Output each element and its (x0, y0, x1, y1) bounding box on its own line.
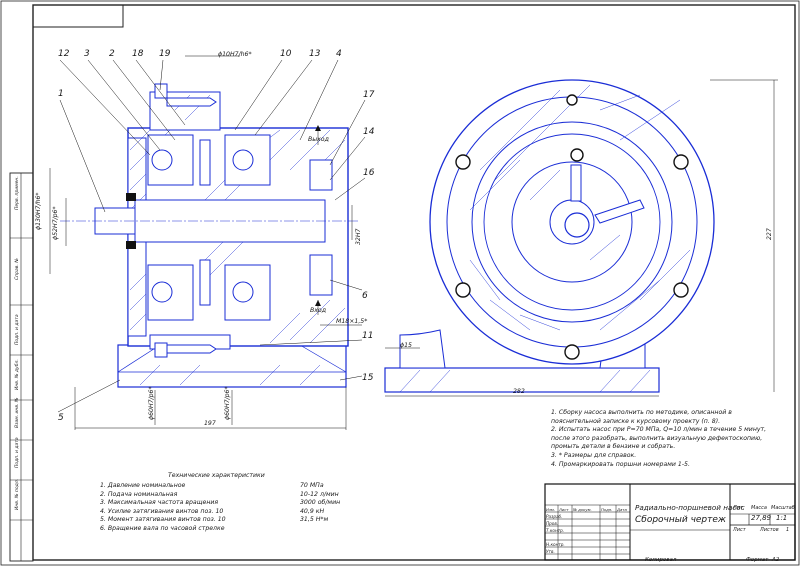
tb-role: Н.контр. (546, 542, 565, 547)
dim-bore-1: ϕ60H7/p6* (148, 386, 155, 420)
tb-header: Лист (559, 507, 569, 512)
tb-header: № докум. (573, 507, 592, 512)
spec-label: 4. Усилие затягивания винтов поз. 10 (100, 507, 224, 515)
callout-1: 1 (58, 89, 64, 99)
dim-bore-2: ϕ60H7/p6* (224, 386, 231, 420)
spec-value: 31,5 Н*м (300, 516, 329, 524)
mass-label: Масса (751, 505, 767, 511)
note-line: 1. Сборку насоса выполнить по методике, … (551, 409, 732, 416)
flow-arrows (315, 125, 321, 306)
note-line: 4. Промаркировать поршни номерами 1-5. (551, 460, 690, 468)
callout-16: 16 (363, 168, 375, 178)
sheets-count: 1 (786, 527, 790, 533)
callout-14: 14 (363, 127, 375, 137)
tb-role: Разраб. (546, 514, 563, 519)
callout-13: 13 (309, 49, 321, 59)
callout-17: 17 (363, 90, 375, 100)
dim-width-left: 197 (204, 420, 216, 427)
tech-specs-title: Технические характеристики (168, 472, 265, 479)
side-stamp-label: Подп. и дата (14, 314, 20, 345)
callout-numbers: 12 3 2 18 19 10 13 4 1 17 14 16 6 11 15 5 (58, 49, 375, 423)
section-dimensions (49, 55, 362, 430)
format-label: Формат (746, 557, 769, 563)
drawing-type: Сборочный чертеж (635, 515, 727, 525)
note-line: промыть детали в бензине и собрать. (551, 443, 676, 451)
tb-header: Дата (617, 507, 627, 512)
dim-top-fit: ϕ10H7/h6* (218, 51, 252, 58)
side-stamp-column (9, 172, 34, 562)
side-stamp-label: Перв. примен. (14, 176, 20, 210)
callout-15: 15 (362, 373, 374, 383)
callout-12: 12 (58, 49, 70, 59)
note-line: 2. Испытать насос при P=70 МПа, Q=10 л/м… (551, 426, 767, 434)
note-line: после этого разобрать, выполнить визуаль… (551, 434, 763, 442)
outlet-label: Выход (308, 136, 329, 143)
title-block (544, 483, 796, 561)
top-stamp-box (32, 4, 124, 28)
callout-18: 18 (132, 49, 144, 59)
dim-32: 32H7 (355, 228, 362, 245)
callout-11: 11 (362, 331, 373, 341)
side-stamp-label: Инв. № подл. (14, 479, 20, 510)
inlet-label: Вход (310, 307, 326, 314)
callout-19: 19 (159, 49, 171, 59)
callout-leaders (57, 59, 366, 413)
tb-role: Пров. (546, 521, 559, 526)
dim-inner-fit: ϕ52H7/p6* (52, 206, 59, 240)
front-dimensions (385, 79, 778, 397)
dim-hole: ϕ15 (400, 342, 412, 349)
dim-width-right: 282 (513, 388, 525, 395)
callout-4: 4 (336, 49, 342, 59)
callout-5: 5 (58, 413, 64, 423)
copied-label: Копировал (645, 557, 677, 563)
format-value: A2 (772, 557, 780, 563)
callout-10: 10 (280, 49, 292, 59)
callout-6: 6 (362, 291, 368, 301)
tb-role: Т.контр. (546, 528, 565, 533)
spec-value: 40,9 кН (300, 507, 325, 515)
dim-thread: M18×1,5* (336, 318, 368, 325)
tb-header: Изм. (546, 507, 555, 512)
scale-label: Масштаб (771, 505, 795, 511)
sheet-label: Лист (733, 527, 746, 533)
spec-value: 10-12 л/мин (300, 490, 339, 498)
dim-outer-fit: ϕ130H7/h6* (35, 192, 42, 230)
spec-value: 3000 об/мин (300, 499, 341, 507)
scale-value: 1:1 (776, 514, 788, 522)
side-stamp-label: Взам. инв. № (14, 397, 20, 428)
section-view (60, 83, 360, 388)
note-line: пояснительной записке к курсовому проект… (551, 417, 721, 425)
dim-height-right: 227 (766, 228, 773, 240)
sheets-label: Листов (760, 527, 779, 533)
spec-label: 2. Подача номинальная (100, 490, 178, 498)
side-stamp-label: Справ. № (14, 258, 20, 280)
side-stamp-label: Инв. № дубл. (14, 359, 20, 390)
spec-label: 6. Вращение вала по часовой стрелке (100, 525, 225, 532)
spec-label: 5. Момент затягивания винтов поз. 10 (100, 516, 226, 524)
tb-role: Утв. (546, 549, 555, 554)
spec-label: 1. Давление номинальное (100, 482, 186, 489)
callout-3: 3 (84, 49, 90, 59)
front-view (384, 79, 715, 393)
mass-value: 27,89 (751, 514, 772, 522)
lit-label: Лит. (733, 505, 745, 511)
spec-value: 70 МПа (300, 482, 324, 489)
side-stamp-label: Подп. и дата (14, 437, 20, 468)
drawing-name: Радиально-поршневой насос (635, 503, 745, 512)
callout-2: 2 (109, 49, 115, 59)
tb-header: Подп. (601, 507, 613, 512)
spec-label: 3. Максимальная частота вращения (100, 499, 219, 507)
note-line: 3. * Размеры для справок. (551, 452, 637, 459)
